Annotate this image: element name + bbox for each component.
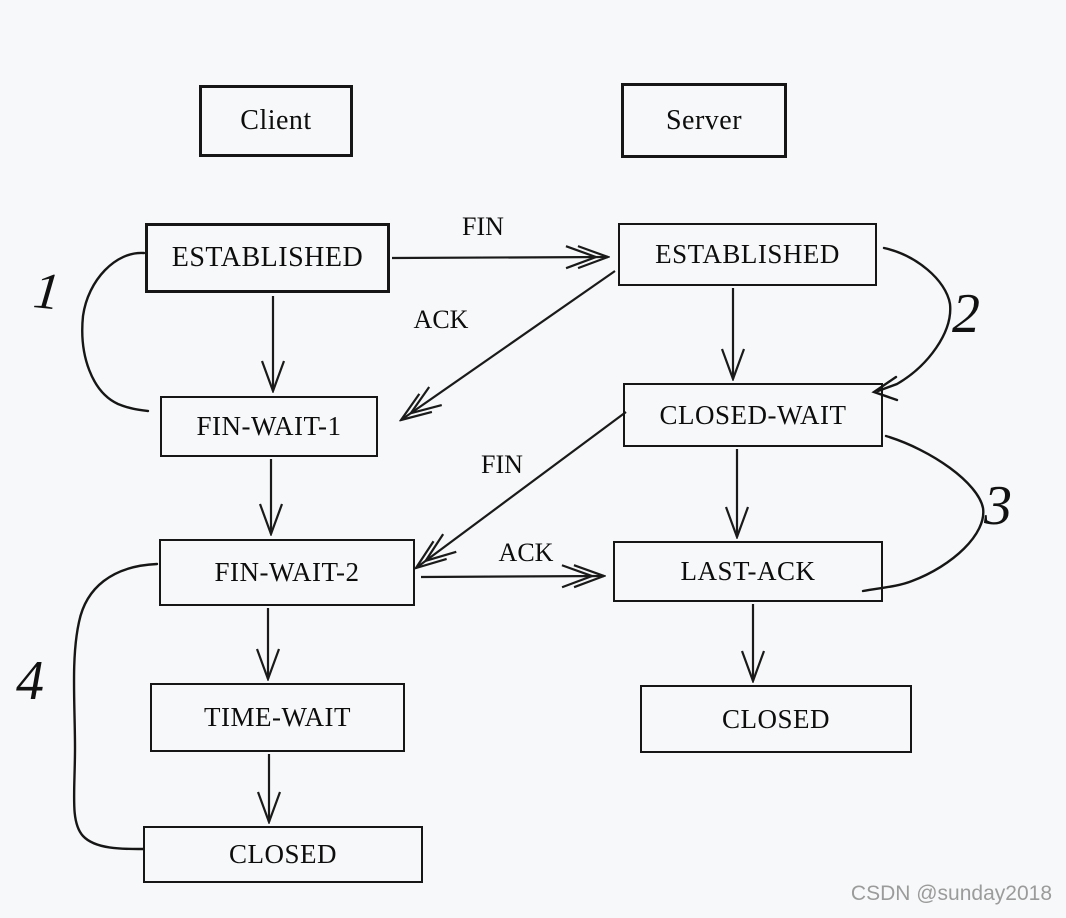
state-label: CLOSED-WAIT [659,399,847,430]
ack-message-label-1: ACK [413,305,469,334]
state-label: FIN-WAIT-1 [196,411,342,441]
ack-arrow-server-to-finwait1 [401,270,616,420]
fin-message-label-1: FIN [462,212,504,241]
brace-step-4 [72,562,159,851]
state-label: TIME-WAIT [204,702,351,732]
brace-step-2 [876,246,952,393]
step-number-3: 3 [983,475,1012,537]
brace-step-2-arrowhead [871,375,899,402]
fin-message-label-2: FIN [481,450,523,479]
state-label: ESTABLISHED [171,242,364,273]
client-header-label: Client [240,105,312,136]
state-box-server-closed: CLOSED [640,685,912,753]
csdn-watermark: CSDN @sunday2018 [850,882,1052,905]
state-box-client-closed: CLOSED [143,826,423,883]
state-label: FIN-WAIT-2 [214,557,360,587]
state-box-client-fin-wait-1: FIN-WAIT-1 [160,396,378,457]
state-label: ESTABLISHED [655,239,840,269]
server-header-label: Server [665,104,743,136]
brace-step-3 [861,434,985,593]
state-box-server-established: ESTABLISHED [618,223,877,286]
fin-arrow-client-to-server [391,257,608,258]
state-label: LAST-ACK [680,556,816,586]
state-box-client-established: ESTABLISHED [145,223,390,293]
state-box-client-time-wait: TIME-WAIT [150,683,405,752]
client-header-box: Client [199,85,353,157]
ack-message-label-2: ACK [498,538,554,567]
ack-arrow-finwait2-to-lastack [420,576,604,577]
step-number-4: 4 [16,650,44,712]
brace-step-1 [81,251,150,413]
fin-arrow-closedwait-to-finwait2 [416,411,627,568]
step-number-1: 1 [31,262,63,321]
state-box-server-last-ack: LAST-ACK [613,541,883,602]
state-label: CLOSED [228,839,337,869]
state-label: CLOSED [721,703,830,734]
state-box-server-closed-wait: CLOSED-WAIT [623,383,883,447]
state-box-client-fin-wait-2: FIN-WAIT-2 [159,539,415,606]
server-header-box: Server [621,83,787,158]
step-number-2: 2 [952,283,980,345]
